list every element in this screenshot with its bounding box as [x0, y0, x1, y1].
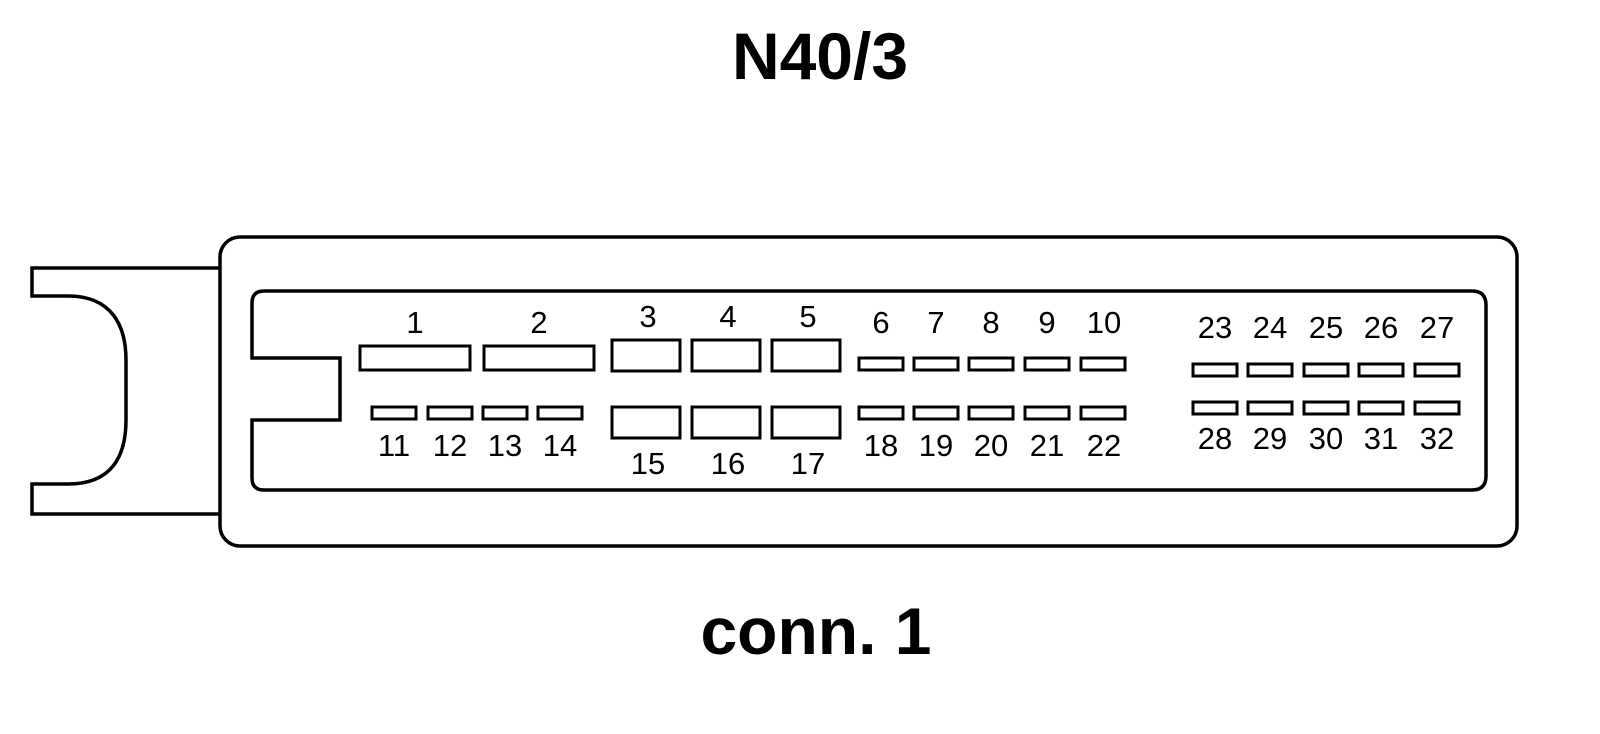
pin-17-cavity — [770, 405, 842, 440]
pin-8-label: 8 — [982, 305, 999, 340]
pin-9-label: 9 — [1038, 305, 1055, 340]
pin-30-label: 30 — [1309, 421, 1343, 456]
pin-21-label: 21 — [1030, 428, 1064, 463]
pin-20-label: 20 — [974, 428, 1008, 463]
pin-5-label: 5 — [799, 299, 816, 334]
pin-17-label: 17 — [791, 446, 825, 481]
pin-19-cavity — [912, 405, 960, 421]
connector-housing — [218, 235, 1519, 548]
pin-11-label: 11 — [378, 428, 410, 463]
pin-5-cavity — [770, 338, 842, 373]
connector-clip — [30, 266, 221, 516]
pin-25-cavity — [1302, 362, 1350, 378]
connector-subtitle: conn. 1 — [700, 594, 931, 668]
pin-18-cavity — [857, 405, 905, 421]
pin-27-cavity — [1413, 362, 1461, 378]
pin-7-label: 7 — [927, 305, 944, 340]
pin-18-label: 18 — [864, 428, 898, 463]
pin-24-label: 24 — [1253, 310, 1287, 345]
pin-31-label: 31 — [1364, 421, 1398, 456]
diagram-title: N40/3 — [732, 19, 908, 93]
pin-25-label: 25 — [1309, 310, 1343, 345]
pin-2-cavity — [482, 344, 596, 372]
pin-14-label: 14 — [543, 428, 577, 463]
pin-29-cavity — [1246, 400, 1294, 416]
pin-26-cavity — [1357, 362, 1405, 378]
pin-28-label: 28 — [1198, 421, 1232, 456]
pin-24-cavity — [1246, 362, 1294, 378]
pin-10-cavity — [1079, 356, 1127, 372]
pin-29-label: 29 — [1253, 421, 1287, 456]
pin-32-label: 32 — [1420, 421, 1454, 456]
pin-20-cavity — [967, 405, 1015, 421]
pin-11-cavity — [370, 405, 418, 421]
pin-22-cavity — [1079, 405, 1127, 421]
pin-1-label: 1 — [406, 305, 423, 340]
pin-9-cavity — [1023, 356, 1071, 372]
pin-4-cavity — [690, 338, 762, 373]
pin-27-label: 27 — [1420, 310, 1454, 345]
pin-6-cavity — [857, 356, 905, 372]
pin-7-cavity — [912, 356, 960, 372]
pin-13-cavity — [481, 405, 529, 421]
pin-6-label: 6 — [872, 305, 889, 340]
pin-22-label: 22 — [1087, 428, 1121, 463]
pin-15-label: 15 — [631, 446, 665, 481]
pin-14-cavity — [536, 405, 584, 421]
pin-13-label: 13 — [488, 428, 522, 463]
pin-30-cavity — [1302, 400, 1350, 416]
pin-26-label: 26 — [1364, 310, 1398, 345]
pin-23-cavity — [1191, 362, 1239, 378]
pin-32-cavity — [1413, 400, 1461, 416]
pin-3-label: 3 — [639, 299, 656, 334]
pin-15-cavity — [610, 405, 682, 440]
pin-4-label: 4 — [719, 299, 736, 334]
pin-3-cavity — [610, 338, 682, 373]
pin-16-label: 16 — [711, 446, 745, 481]
pin-1-cavity — [358, 344, 472, 372]
pin-10-label: 10 — [1087, 305, 1121, 340]
connector-inner-face — [250, 289, 1488, 492]
pin-19-label: 19 — [919, 428, 953, 463]
pin-28-cavity — [1191, 400, 1239, 416]
pin-31-cavity — [1357, 400, 1405, 416]
pin-12-label: 12 — [433, 428, 467, 463]
pin-21-cavity — [1023, 405, 1071, 421]
pin-2-label: 2 — [530, 305, 547, 340]
pin-23-label: 23 — [1198, 310, 1232, 345]
pin-16-cavity — [690, 405, 762, 440]
pin-8-cavity — [967, 356, 1015, 372]
pin-12-cavity — [426, 405, 474, 421]
pin-cavities — [358, 338, 1461, 440]
